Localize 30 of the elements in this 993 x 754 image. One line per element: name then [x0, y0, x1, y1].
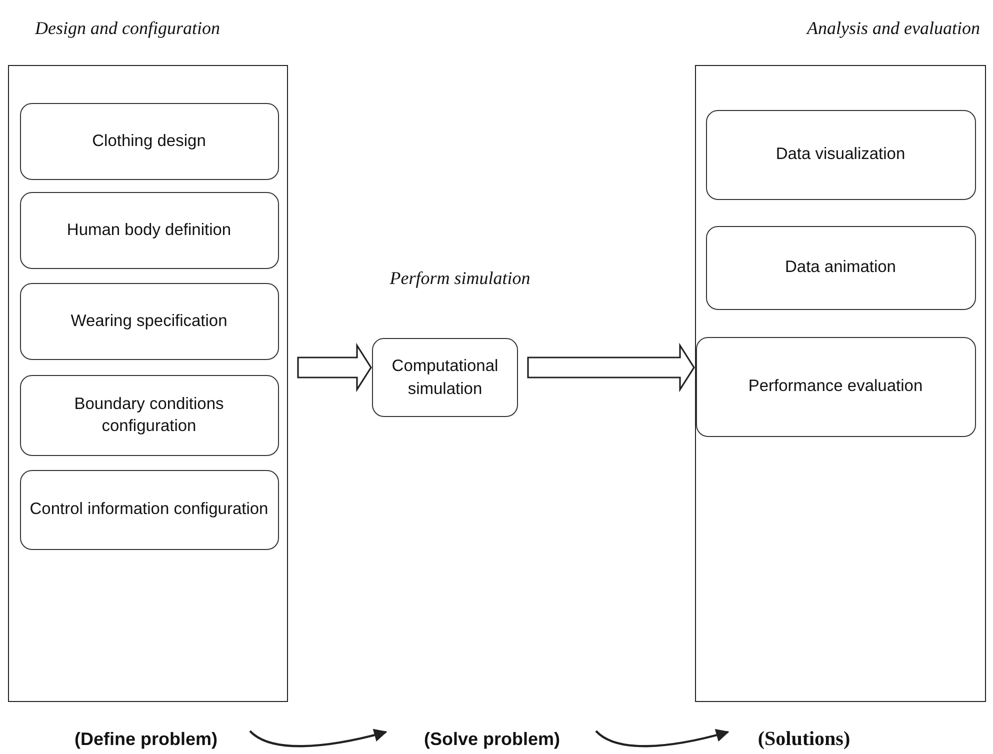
process-box — [696, 336, 976, 436]
box-text: Wearing specification — [70, 310, 228, 332]
stage-label: (Solutions) — [746, 726, 862, 752]
process-box — [706, 110, 976, 200]
process-box — [20, 102, 278, 180]
panel-heading: Analysis and evaluation — [805, 18, 981, 39]
panel-heading: Design and configuration — [34, 18, 221, 39]
process-box — [20, 470, 278, 550]
box-text: Performance evaluation — [748, 376, 923, 398]
box-text: Data visualization — [776, 144, 906, 166]
box-text: Control information configuration — [30, 499, 268, 520]
block-arrow — [297, 342, 372, 392]
box-text: Boundary conditions configuration — [73, 394, 225, 437]
stage-label: (Solve problem) — [404, 726, 580, 752]
process-box — [20, 282, 278, 360]
box-text: Data animation — [785, 257, 896, 278]
stage-heading: Perform simulation — [388, 268, 532, 289]
curved-arrow — [249, 728, 388, 748]
box-text: Human body definition — [66, 220, 232, 241]
process-box — [20, 374, 278, 456]
panel-frame — [695, 65, 986, 702]
process-box — [372, 338, 518, 417]
process-box — [20, 192, 278, 268]
stage-label: (Define problem) — [58, 726, 234, 752]
box-text: Computational simulation — [390, 356, 500, 400]
process-box — [706, 226, 976, 310]
panel-frame — [8, 65, 288, 702]
curved-arrow — [595, 728, 730, 748]
block-arrow — [527, 342, 695, 392]
box-text: Clothing design — [92, 130, 206, 152]
